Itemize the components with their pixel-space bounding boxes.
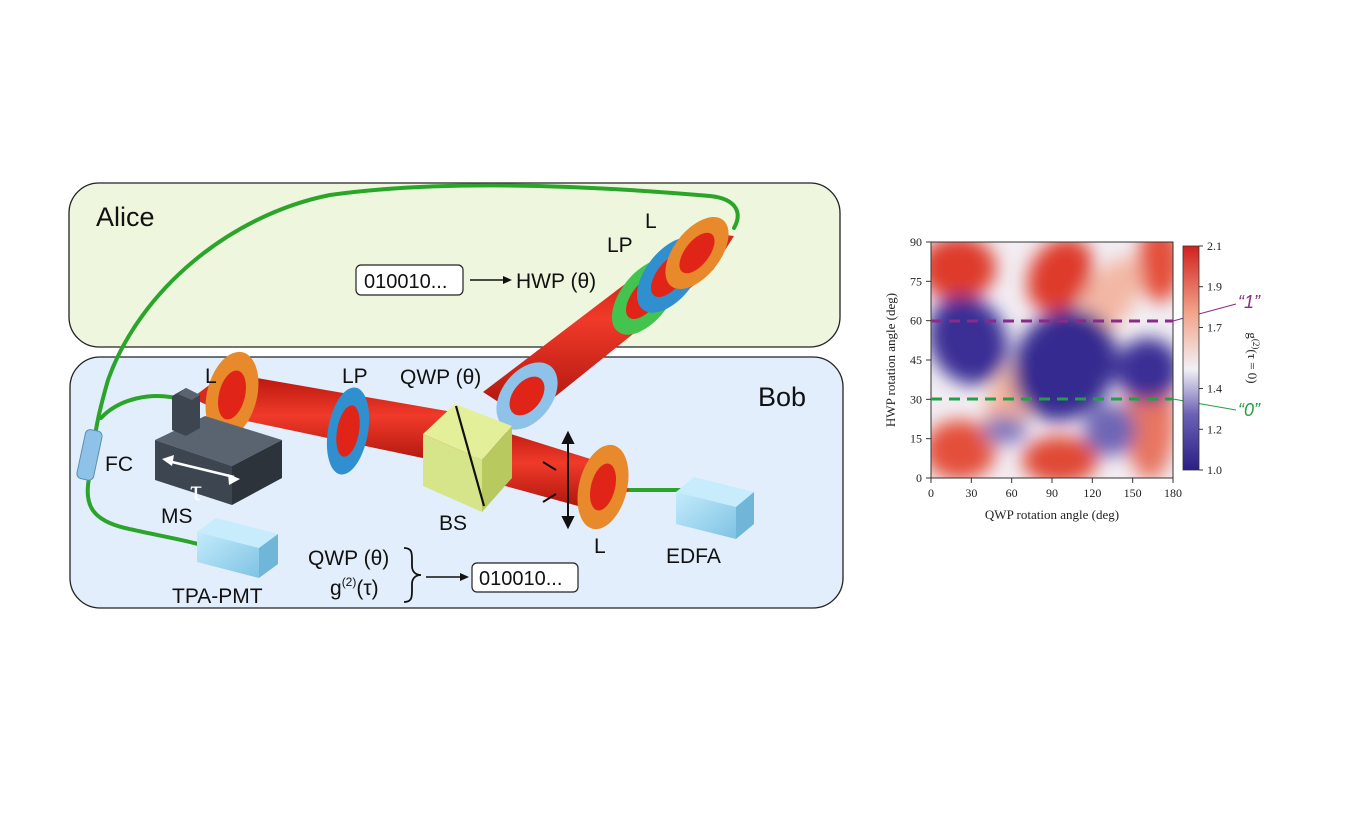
heatmap-cold-region [1084, 404, 1136, 456]
x-tick-label: 30 [965, 486, 977, 500]
bob-lp-label: LP [342, 365, 368, 388]
y-tick-label: 75 [910, 274, 922, 288]
heatmap-cold-region [931, 295, 1008, 385]
y-tick-label: 15 [910, 432, 922, 446]
y-tick-label: 90 [910, 235, 922, 249]
bob-optics: L LP QWP (θ) BS L [76, 351, 754, 608]
heatmap-cold-region [1116, 338, 1173, 402]
edfa-box [676, 477, 754, 539]
fiber-alice-to-fc [93, 183, 740, 440]
heatmap-hot-region [1027, 242, 1093, 313]
y-tick-label: 60 [910, 314, 922, 328]
heatmap-hot-region [1022, 436, 1098, 478]
colorbar-tick-label: 1.0 [1207, 463, 1222, 477]
edfa-label: EDFA [666, 545, 721, 568]
fiber-fc-to-tpa [85, 476, 200, 546]
colorbar-tick-label: 2.1 [1207, 239, 1222, 253]
y-tick-label: 0 [916, 471, 922, 485]
polarization-arrows-icon [542, 430, 575, 530]
tpa-pmt-box [197, 518, 278, 578]
heatmap-hot-region [1138, 242, 1173, 302]
bob-qwp-label: QWP (θ) [400, 366, 481, 389]
heatmap-hot-region [931, 242, 996, 300]
alice-hwp-label: HWP (θ) [516, 270, 596, 293]
y-axis-ticks: 0 15 30 45 60 75 90 [910, 235, 931, 485]
y-tick-label: 45 [910, 353, 922, 367]
tpa-pmt-label: TPA-PMT [172, 585, 263, 608]
bob-bits-box [471, 562, 579, 593]
label-zero: “0” [1238, 400, 1261, 420]
fiber-coupler [76, 429, 103, 481]
alice-optics: L LP 010010... HWP (θ) [355, 210, 729, 335]
ms-label: MS [161, 505, 193, 528]
heatmap-field [931, 242, 1173, 478]
bob-bs-label: BS [439, 512, 467, 535]
colorbar-tick-label: 1.9 [1207, 280, 1222, 294]
brace-icon [403, 547, 422, 603]
alice-lp-label: LP [607, 234, 633, 257]
heatmap-cold-region [1012, 308, 1118, 422]
bob-meas-qwp: QWP (θ) [308, 547, 389, 570]
colorbar-ticks: 1.0 1.2 1.4 1.7 1.9 2.1 [1199, 239, 1222, 477]
bob-label: Bob [758, 382, 806, 412]
colorbar-tick-label: 1.2 [1207, 422, 1222, 436]
beam-splitter-cube [423, 404, 512, 512]
x-axis-label: QWP rotation angle (deg) [985, 507, 1119, 522]
stage-tau-label: τ [190, 474, 202, 507]
heatmap-cold-region [983, 416, 1027, 444]
alice-bits: 010010... [364, 271, 447, 293]
fc-label: FC [105, 453, 133, 476]
colorbar-label: g(2)(τ = 0) [1245, 332, 1261, 383]
colorbar-tick-label: 1.4 [1207, 382, 1222, 396]
colorbar [1182, 245, 1200, 471]
y-tick-label: 30 [910, 392, 922, 406]
alice-bits-box [355, 264, 464, 296]
label-one: “1” [1238, 292, 1261, 312]
x-tick-label: 180 [1164, 486, 1182, 500]
x-tick-label: 0 [928, 486, 934, 500]
bob-bits: 010010... [479, 568, 562, 590]
heatmap-hot-region [931, 420, 996, 478]
bob-lens-right-label: L [594, 535, 606, 558]
bob-meas-g: g(2)(τ) [330, 575, 379, 600]
alice-lens-label: L [645, 210, 657, 233]
x-axis-ticks: 0 30 60 90 120 150 180 [928, 478, 1182, 500]
motorized-stage: τ [155, 388, 282, 507]
x-tick-label: 120 [1083, 486, 1101, 500]
heatmap-chart: “1” “0” 0 30 60 90 120 150 180 0 15 30 45 60 75 90 Q… [883, 235, 1261, 522]
colorbar-tick-label: 1.7 [1207, 320, 1222, 334]
x-tick-label: 90 [1046, 486, 1058, 500]
alice-label: Alice [96, 202, 155, 232]
x-tick-label: 60 [1006, 486, 1018, 500]
x-tick-label: 150 [1124, 486, 1142, 500]
bob-lens-left-label: L [205, 365, 217, 388]
y-axis-label: HWP rotation angle (deg) [883, 293, 898, 427]
